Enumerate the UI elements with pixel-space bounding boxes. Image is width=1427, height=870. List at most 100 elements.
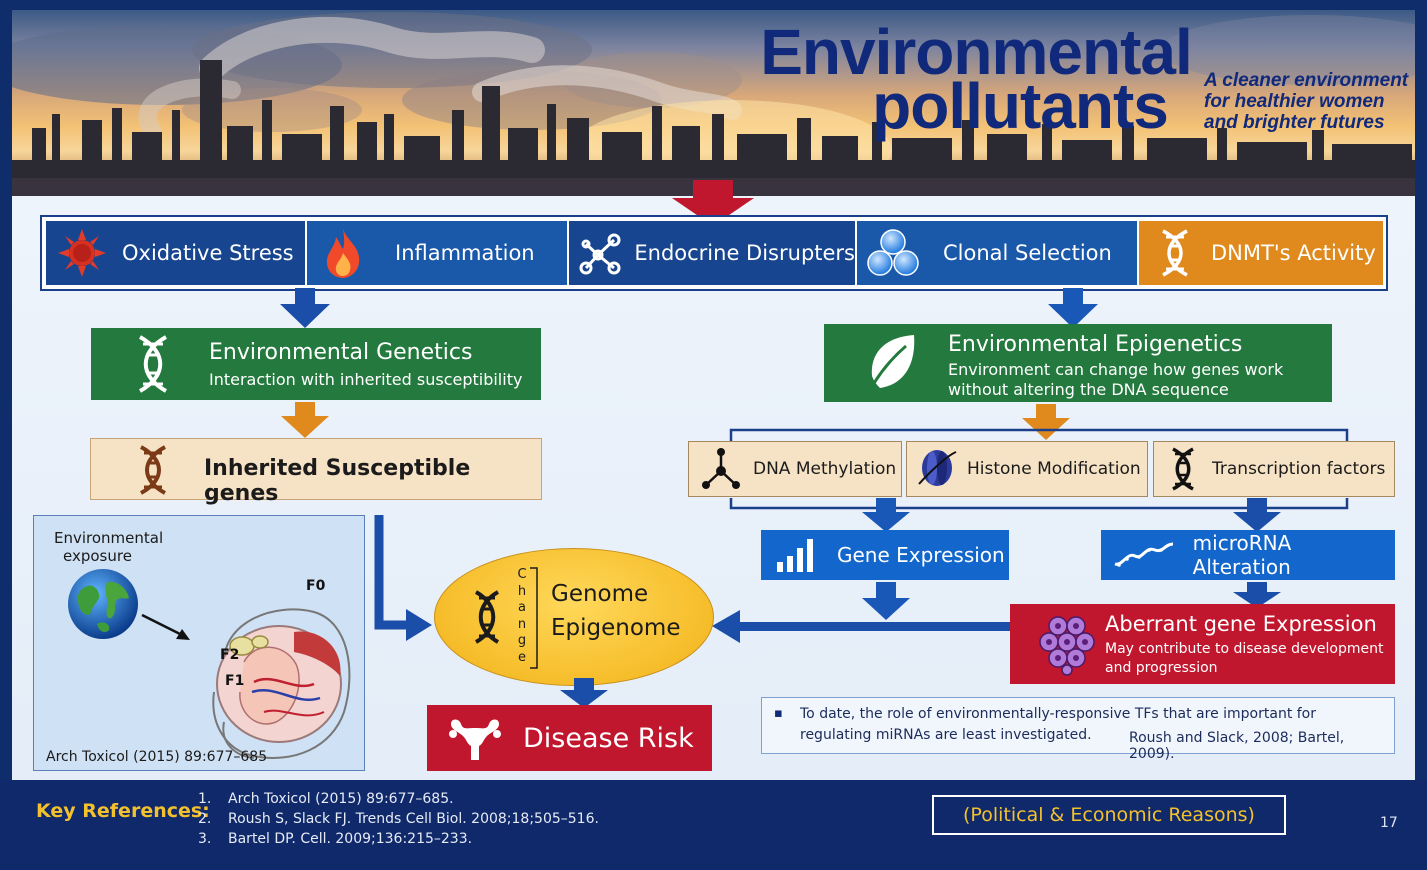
environmental-genetics-subtitle: Interaction with inherited susceptibilit…: [209, 370, 523, 389]
dna-icon: [133, 334, 173, 398]
exposure-label-2: exposure: [63, 547, 132, 565]
reference-text: Arch Toxicol (2015) 89:677–685.: [228, 791, 454, 807]
microrna-alteration-box: microRNA Alteration: [1101, 530, 1395, 580]
genome-epigenome-ellipse: C h a n g e Genome Epigenome: [434, 548, 714, 686]
mechanism-oxidative-stress: Oxidative Stress: [46, 221, 305, 285]
reference-text: Bartel DP. Cell. 2009;136:215–233.: [228, 831, 473, 847]
leaf-icon: [866, 332, 918, 396]
rna-strand-icon: [1101, 540, 1187, 570]
banner: Environmental pollutants A cleaner envir…: [12, 10, 1415, 198]
mechanism-label: Inflammation: [395, 241, 535, 265]
arrow-to-aberrant: [1233, 582, 1281, 608]
reference-number: 3.: [198, 831, 212, 847]
political-economic-reasons-label: (Political & Economic Reasons): [963, 804, 1255, 826]
microrna-alteration-label: microRNA Alteration: [1192, 531, 1292, 579]
flame-icon: [313, 221, 373, 285]
disease-risk-label: Disease Risk: [523, 722, 694, 754]
change-letter: e: [518, 649, 526, 665]
arrow-to-disease-risk: [560, 678, 608, 708]
aberrant-expression-subtitle-1: May contribute to disease development: [1105, 641, 1384, 657]
aberrant-expression-box: Aberrant gene Expression May contribute …: [1010, 604, 1395, 684]
histone-icon: [907, 446, 967, 492]
tagline-line-1: A cleaner environment: [1204, 70, 1409, 91]
reference-item: 3. Bartel DP. Cell. 2009;136:215–233.: [198, 831, 472, 847]
environmental-epigenetics-box: Environmental Epigenetics Environment ca…: [824, 324, 1332, 402]
note-line-2: regulating miRNAs are least investigated…: [800, 727, 1092, 743]
tagline-line-2: for healthier women: [1204, 91, 1385, 112]
reference-item: 2.Roush S, Slack FJ. Trends Cell Biol. 2…: [198, 811, 599, 827]
arrow-aberrant-to-genome: [712, 610, 1010, 643]
key-references-label: Key References:: [36, 800, 210, 822]
arrow-gene-expression-down: [862, 582, 910, 620]
arrow-to-epi-mechanisms: [1022, 404, 1070, 440]
change-letter: n: [517, 616, 527, 632]
exposure-citation: Arch Toxicol (2015) 89:677–685: [46, 749, 268, 765]
mechanism-label: DNMT's Activity: [1211, 241, 1376, 265]
exposure-arrow: [141, 613, 190, 640]
change-letter: a: [518, 600, 526, 615]
bar-chart-icon: [761, 536, 831, 574]
gene-expression-box: Gene Expression: [761, 530, 1009, 580]
reference-number: 2.: [198, 811, 212, 827]
epi-mechanism-bracket: [729, 428, 1349, 510]
environmental-exposure-panel: Environmental exposure: [33, 515, 365, 771]
dna-methylation-label: DNA Methylation: [753, 459, 897, 479]
inherited-genes-label: Inherited Susceptible genes: [204, 456, 471, 506]
molecule-icon: [575, 221, 626, 285]
histone-modification-box: Histone Modification: [906, 441, 1148, 497]
dna-icon: [135, 444, 171, 500]
histone-modification-label: Histone Modification: [967, 459, 1141, 479]
environmental-epigenetics-title: Environmental Epigenetics: [948, 332, 1243, 357]
f2-label: F2: [220, 647, 240, 663]
transcription-factors-label: Transcription factors: [1212, 459, 1386, 479]
environmental-epigenetics-subtitle-2: without altering the DNA sequence: [948, 380, 1229, 399]
footer: Key References: 1. Arch Toxicol (2015) 89…: [0, 780, 1427, 870]
page-number: 17: [1380, 815, 1398, 831]
environmental-genetics-title: Environmental Genetics: [209, 340, 473, 365]
fetus-generations-illustration: [212, 608, 351, 759]
arrow-to-epigenetics: [1048, 288, 1098, 328]
sun-burst-icon: [52, 221, 112, 285]
arrow-to-genetics: [280, 288, 330, 328]
note-box: ▪ To date, the role of environmentally-r…: [761, 697, 1395, 762]
title-pollutants: pollutants: [872, 70, 1169, 142]
political-economic-reasons-box: (Political & Economic Reasons): [932, 795, 1286, 835]
transcription-factors-box: Transcription factors: [1153, 441, 1395, 497]
aberrant-expression-subtitle-2: and progression: [1105, 660, 1218, 676]
exposure-label-1: Environmental: [54, 529, 164, 547]
inherited-genes-box: Inherited Susceptible genes: [90, 438, 542, 506]
note-citation: Roush and Slack, 2008; Bartel, 2009).: [1129, 730, 1345, 762]
gene-expression-label: Gene Expression: [837, 543, 1005, 567]
f1-label: F1: [225, 673, 245, 689]
change-bracket: [530, 567, 538, 669]
dna-icon: [1145, 221, 1205, 285]
dna-icon: [471, 589, 503, 649]
globe-icon: [67, 568, 139, 644]
methyl-group-icon: [689, 447, 753, 491]
note-line-1: To date, the role of environmentally-res…: [800, 706, 1317, 722]
arrow-to-gene-expression: [862, 498, 910, 532]
environmental-genetics-box: Environmental Genetics Interaction with …: [91, 328, 541, 400]
disease-risk-box: Disease Risk: [427, 705, 712, 771]
arrow-inherited-to-genome: [374, 515, 432, 641]
cells-icon: [863, 221, 923, 285]
reference-number: 1.: [198, 791, 212, 807]
mechanism-endocrine-disrupters: Endocrine Disrupters: [569, 221, 855, 285]
mechanism-clonal-selection: Clonal Selection: [857, 221, 1137, 285]
tagline: A cleaner environment for healthier wome…: [1204, 70, 1414, 133]
tagline-line-3: and brighter futures: [1204, 112, 1385, 133]
aberrant-expression-title: Aberrant gene Expression: [1105, 612, 1377, 636]
change-letter: C: [517, 567, 527, 582]
title-environmental: Environmental: [760, 16, 1193, 88]
change-letter: h: [517, 583, 527, 599]
environmental-epigenetics-subtitle-1: Environment can change how genes work: [948, 360, 1284, 379]
epigenome-label: Epigenome: [551, 615, 681, 641]
arrow-to-inherited: [281, 402, 329, 438]
f0-label: F0: [306, 578, 326, 594]
arrow-to-microrna: [1233, 498, 1281, 532]
mechanism-inflammation: Inflammation: [307, 221, 567, 285]
reference-item: 1. Arch Toxicol (2015) 89:677–685.: [198, 791, 454, 807]
dna-methylation-box: DNA Methylation: [688, 441, 902, 497]
genome-label: Genome: [551, 581, 649, 607]
